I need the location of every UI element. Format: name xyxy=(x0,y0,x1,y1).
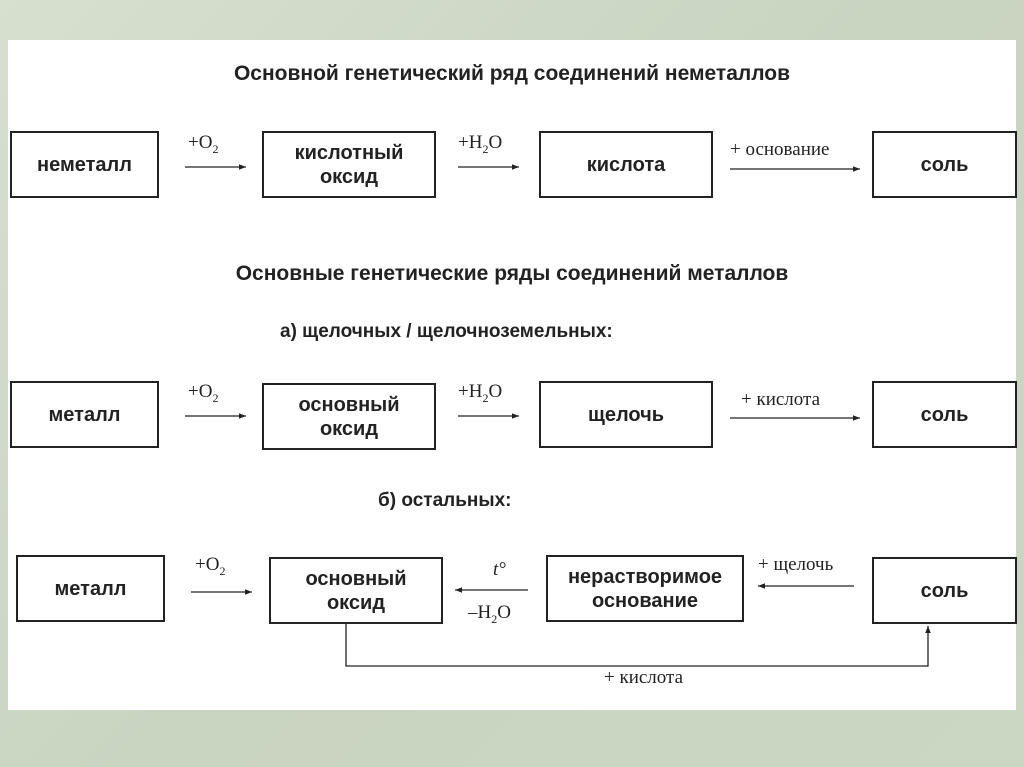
arrow-label-oxygen-2: +O2 xyxy=(188,381,219,406)
box-acidic-oxide: кислотный оксид xyxy=(262,131,436,198)
box-basic-oxide-1-line2: оксид xyxy=(319,417,379,440)
slide: Основной генетический ряд соединений нем… xyxy=(8,40,1017,710)
arrow-label-heat: t° xyxy=(493,559,506,580)
arrow-label-acid-2: + кислота xyxy=(604,667,683,688)
box-basic-oxide-2-line1: основный xyxy=(305,567,407,590)
box-acidic-oxide-line2: оксид xyxy=(319,165,379,188)
box-nonmetal: неметалл xyxy=(10,131,159,198)
subtitle-other: б) остальных: xyxy=(378,490,512,511)
box-salt-2: соль xyxy=(872,381,1017,448)
box-basic-oxide-1: основный оксид xyxy=(262,383,436,450)
box-insoluble-base: нерастворимое основание xyxy=(546,555,744,622)
arrow-label-base: + основание xyxy=(730,139,830,160)
box-alkali: щелочь xyxy=(539,381,713,448)
box-basic-oxide-2: основный оксид xyxy=(269,557,443,624)
box-metal-1: металл xyxy=(10,381,159,448)
box-metal-2: металл xyxy=(16,555,165,622)
arrow-label-water-1: +H2O xyxy=(458,132,503,157)
arrow-acid-2 xyxy=(345,624,931,667)
arrow-label-minus-water: –H2O xyxy=(468,602,511,627)
box-salt-2-label: соль xyxy=(920,403,969,426)
box-salt-1-label: соль xyxy=(920,153,969,176)
arrows-layer xyxy=(185,164,931,667)
title-nonmetals: Основной генетический ряд соединений нем… xyxy=(233,62,791,85)
arrow-label-acid-1: + кислота xyxy=(741,389,820,410)
box-nonmetal-label: неметалл xyxy=(37,153,132,176)
box-acid: кислота xyxy=(539,131,713,198)
box-alkali-label: щелочь xyxy=(587,403,665,426)
box-acid-label: кислота xyxy=(586,153,666,176)
box-basic-oxide-2-line2: оксид xyxy=(326,591,386,614)
box-salt-1: соль xyxy=(872,131,1017,198)
subtitle-alkaline: а) щелочных / щелочноземельных: xyxy=(280,321,613,342)
box-acidic-oxide-line1: кислотный xyxy=(294,141,404,164)
arrow-label-oxygen-1: +O2 xyxy=(188,132,219,157)
box-metal-1-label: металл xyxy=(48,403,121,426)
box-metal-2-label: металл xyxy=(54,577,127,600)
title-metals: Основные генетические ряды соединений ме… xyxy=(235,262,789,285)
box-insoluble-base-line2: основание xyxy=(591,589,699,612)
box-salt-3: соль xyxy=(872,557,1017,624)
arrow-label-oxygen-3: +O2 xyxy=(195,554,226,579)
arrow-label-water-2: +H2O xyxy=(458,381,503,406)
arrow-label-alkali: + щелочь xyxy=(758,554,834,575)
box-insoluble-base-line1: нерастворимое xyxy=(567,565,723,588)
box-basic-oxide-1-line1: основный xyxy=(298,393,400,416)
box-salt-3-label: соль xyxy=(920,579,969,602)
